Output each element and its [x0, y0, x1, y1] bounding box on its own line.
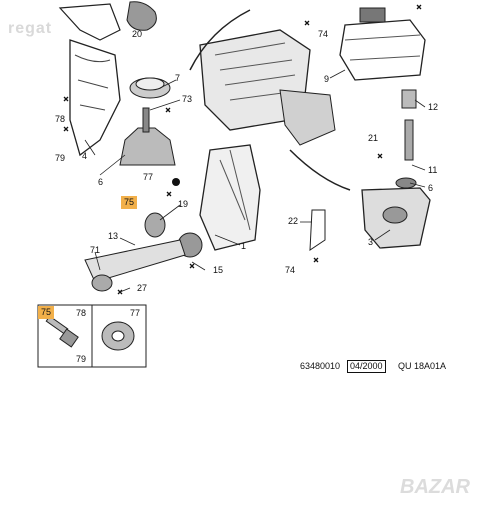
callout-19: 19: [178, 199, 189, 209]
part-22-bracket: [309, 209, 326, 251]
callout-71: 71: [90, 245, 101, 255]
watermark-top: regat: [8, 20, 53, 37]
inset-ref-79: 79: [76, 354, 87, 364]
part-11-stud: [404, 119, 414, 161]
callout-21: 21: [368, 133, 379, 143]
part-6-mount: [119, 127, 176, 166]
callout-11: 11: [428, 165, 438, 175]
top-bracket-shape: [58, 3, 121, 41]
inset-bolt-number: 75: [38, 306, 55, 319]
gearbox: [279, 89, 336, 146]
callout-73: 73: [182, 94, 193, 104]
reference-model: QU 18A01A: [398, 361, 447, 371]
callout-7: 7: [175, 73, 181, 83]
callout-9: 9: [324, 74, 330, 84]
watermark-bottom: BAZAR: [400, 476, 470, 498]
part-4-bracket: [69, 39, 121, 157]
callout-3: 3: [368, 237, 374, 247]
callout-6: 6: [98, 177, 104, 187]
callout-78: 78: [55, 114, 66, 124]
part-77-nut: [172, 178, 180, 186]
inset-washer-number: 77: [130, 308, 141, 318]
callout-27: 27: [137, 283, 148, 293]
callout-74a: 74: [318, 29, 329, 39]
callout-4: 4: [82, 151, 88, 161]
callout-1: 1: [241, 241, 247, 251]
callout-74b: 74: [285, 265, 296, 275]
callout-75-highlight: 75: [121, 196, 138, 209]
part-13-link: [84, 239, 186, 283]
part-9-bracket: [339, 19, 426, 81]
callout-22: 22: [288, 216, 299, 226]
part-1-bracket: [199, 144, 261, 251]
inset-ref-78: 78: [76, 308, 87, 318]
reference-date: 04/2000: [347, 360, 386, 373]
callout-79: 79: [55, 153, 66, 163]
callout-6b: 6: [428, 183, 434, 193]
callout-13: 13: [108, 231, 119, 241]
part-12-bushing: [401, 89, 417, 109]
part-20-mount: [126, 1, 157, 31]
callout-12: 12: [428, 102, 439, 112]
callout-77a: 77: [143, 172, 154, 182]
reference-code: 63480010: [300, 361, 341, 371]
part-19-bushing: [144, 212, 166, 238]
callout-20: 20: [132, 29, 143, 39]
callout-15: 15: [213, 265, 224, 275]
